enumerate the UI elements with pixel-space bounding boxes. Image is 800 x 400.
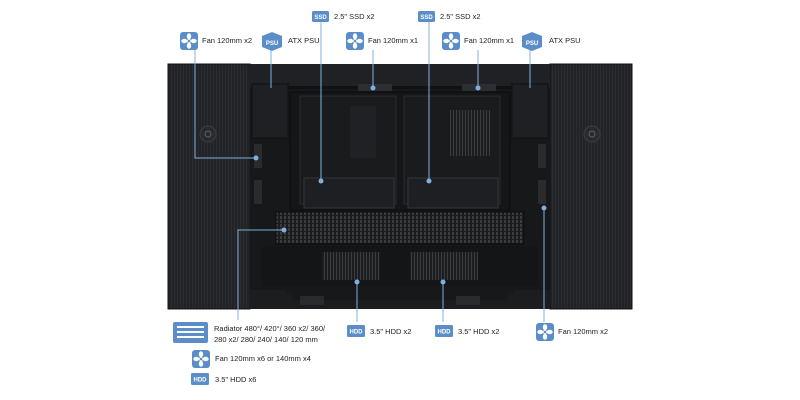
svg-text:HDD: HDD	[438, 330, 452, 336]
right-side-panel	[550, 64, 632, 309]
right-panel-button	[583, 125, 601, 143]
hdd-icon: HDD	[347, 325, 365, 337]
callout-label: 3.5" HDD x2	[370, 327, 411, 336]
psu-bay-left	[251, 83, 289, 139]
svg-text:HDD: HDD	[194, 378, 208, 384]
fan-icon	[536, 323, 554, 341]
callout-label: Fan 120mm x2	[202, 36, 252, 45]
psu-icon: PSU	[522, 32, 542, 51]
fan-icon	[442, 32, 460, 50]
callout-label: 2.5" SSD x2	[334, 12, 375, 21]
callout-fan-top-center-left: Fan 120mm x1	[346, 32, 418, 50]
callout-ssd-right: SSD 2.5" SSD x2	[418, 11, 481, 22]
svg-text:SSD: SSD	[314, 15, 327, 21]
callout-label-line2: 280 x2/ 280/ 240/ 140/ 120 mm	[214, 335, 318, 344]
callout-hdd-bottom-center-left: HDD 3.5" HDD x2	[347, 325, 411, 337]
psu-bay-right	[511, 83, 549, 139]
ssd-sled-right	[407, 177, 499, 209]
callout-fan-top-center-right: Fan 120mm x1	[442, 32, 514, 50]
left-side-panel	[168, 64, 250, 309]
hdd-grille-right	[410, 252, 478, 280]
callout-label: Fan 120mm x6 or 140mm x4	[215, 354, 311, 363]
callout-label: 3.5" HDD x2	[458, 327, 499, 336]
callout-psu-left: PSU ATX PSU	[262, 32, 320, 51]
callout-label: ATX PSU	[288, 36, 320, 45]
callout-label: ATX PSU	[549, 36, 581, 45]
hdd-icon: HDD	[435, 325, 453, 337]
callout-hdd-bottom-left: HDD 3.5" HDD x6	[191, 373, 256, 385]
callout-ssd-left: SSD 2.5" SSD x2	[312, 11, 375, 22]
fan-icon	[180, 32, 198, 50]
fan-icon	[346, 32, 364, 50]
leader-lines	[194, 20, 545, 322]
radiator-mesh	[275, 211, 525, 245]
callout-label: Fan 120mm x2	[558, 327, 608, 336]
svg-text:HDD: HDD	[350, 330, 364, 336]
svg-text:PSU: PSU	[526, 41, 538, 47]
leader-dots	[253, 85, 547, 285]
hdd-icon: HDD	[191, 373, 209, 385]
callout-radiator: Radiator 480°/ 420°/ 360 x2/ 360/ 280 x2…	[173, 322, 326, 344]
radiator-icon	[173, 322, 208, 343]
hdd-grille-left	[322, 252, 380, 280]
callout-label: 3.5" HDD x6	[215, 375, 256, 384]
callout-psu-right: PSU ATX PSU	[522, 32, 581, 51]
left-panel-button	[199, 125, 217, 143]
svg-text:SSD: SSD	[420, 15, 433, 21]
callout-fan-bottom-right: Fan 120mm x2	[536, 323, 608, 341]
callout-fan-bottom-left: Fan 120mm x6 or 140mm x4	[192, 350, 311, 368]
callout-label: 2.5" SSD x2	[440, 12, 481, 21]
callout-label: Fan 120mm x1	[368, 36, 418, 45]
svg-text:PSU: PSU	[266, 41, 278, 47]
callout-label: Fan 120mm x1	[464, 36, 514, 45]
callout-hdd-bottom-center-right: HDD 3.5" HDD x2	[435, 325, 499, 337]
ssd-sled-left	[303, 177, 395, 209]
case-body	[167, 63, 633, 310]
callout-label-line1: Radiator 480°/ 420°/ 360 x2/ 360/	[214, 324, 326, 333]
ssd-icon: SSD	[418, 11, 435, 22]
callout-fan-top-left: Fan 120mm x2	[180, 32, 252, 50]
psu-icon: PSU	[262, 32, 282, 51]
fan-icon	[192, 350, 210, 368]
ssd-icon: SSD	[312, 11, 329, 22]
